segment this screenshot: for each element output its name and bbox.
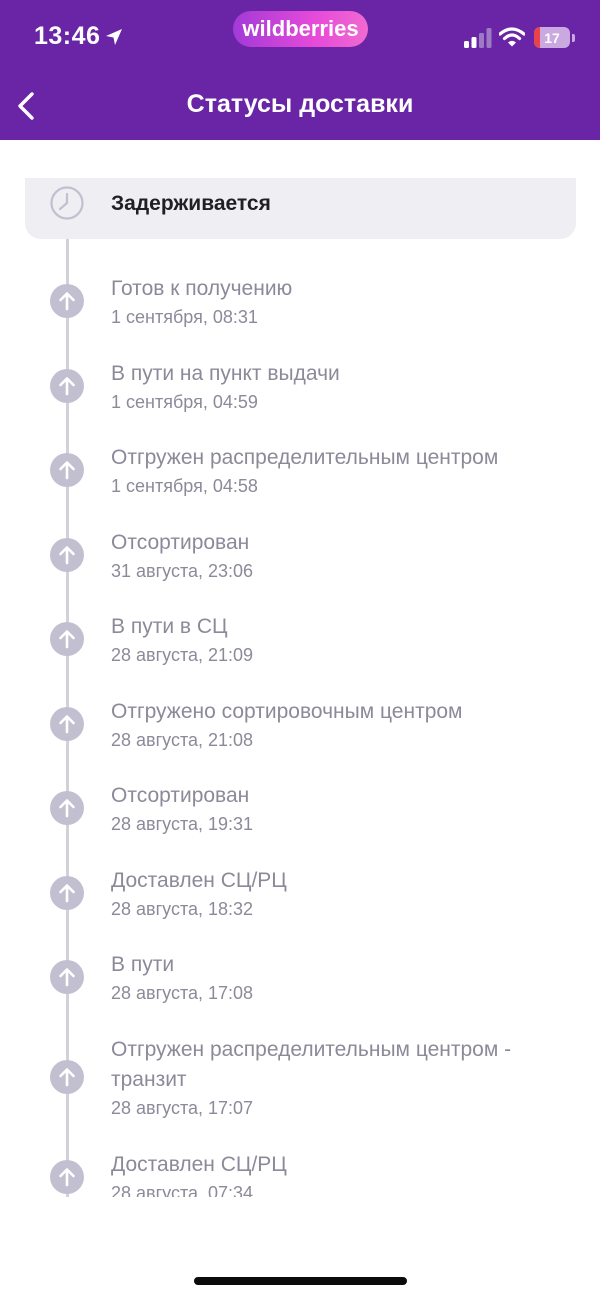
event-date: 28 августа, 17:07	[111, 1098, 254, 1118]
clock-icon	[50, 186, 84, 220]
event-title: В пути	[111, 953, 175, 976]
event-date: 28 августа, 21:09	[111, 645, 254, 665]
cellular-signal-icon	[464, 28, 492, 48]
battery-level-fill	[534, 27, 541, 48]
status-timeline: Задерживается Готов к получению 1 сентябр…	[0, 178, 600, 1197]
current-status-card: Задерживается	[25, 178, 576, 239]
arrow-up-icon	[50, 791, 84, 825]
event-date: 28 августа, 17:08	[111, 983, 254, 1003]
event-date: 31 августа, 23:06	[111, 561, 254, 581]
event-date: 28 августа, 21:08	[111, 730, 254, 750]
battery-cap	[572, 34, 575, 42]
event-title: Доставлен СЦ/РЦ	[111, 1153, 287, 1176]
arrow-up-icon	[50, 284, 84, 318]
event-title: Доставлен СЦ/РЦ	[111, 869, 287, 892]
event-title: Отсортирован	[111, 531, 250, 554]
event-title: В пути в СЦ	[111, 615, 228, 638]
event-date: 28 августа, 07:34	[111, 1183, 254, 1197]
event-title: Готов к получению	[111, 277, 293, 300]
battery-indicator: 17	[534, 27, 570, 48]
arrow-up-icon	[50, 622, 84, 656]
arrow-up-icon	[50, 453, 84, 487]
location-arrow-icon	[106, 29, 122, 45]
arrow-up-icon	[50, 707, 84, 741]
header-bar: 13:46 wildberries 17 Статусы доставки	[0, 0, 600, 140]
event-date: 28 августа, 19:31	[111, 814, 254, 834]
arrow-up-icon	[50, 960, 84, 994]
event-title: Отгружен распределительным центром	[111, 446, 499, 469]
event-date: 28 августа, 18:32	[111, 899, 254, 919]
event-title: Отгружен распределительным центром - тра…	[111, 1038, 512, 1091]
event-date: 1 сентября, 04:58	[111, 476, 258, 496]
event-title: В пути на пункт выдачи	[111, 362, 340, 385]
wifi-icon	[499, 27, 525, 47]
status-time: 13:46	[34, 22, 101, 50]
back-button[interactable]	[8, 86, 48, 126]
brand-logo: wildberries	[233, 11, 368, 47]
event-date: 1 сентября, 08:31	[111, 307, 258, 327]
home-indicator	[194, 1277, 407, 1285]
event-date: 1 сентября, 04:59	[111, 392, 258, 412]
event-title: Отсортирован	[111, 784, 250, 807]
arrow-up-icon	[50, 369, 84, 403]
arrow-up-icon	[50, 1160, 84, 1194]
current-status-label: Задерживается	[111, 192, 271, 215]
arrow-up-icon	[50, 538, 84, 572]
page-title: Статусы доставки	[186, 90, 414, 118]
battery-percent: 17	[544, 29, 560, 46]
event-title: Отгружено сортировочным центром	[111, 700, 463, 723]
arrow-up-icon	[50, 876, 84, 910]
arrow-up-icon	[50, 1060, 84, 1094]
